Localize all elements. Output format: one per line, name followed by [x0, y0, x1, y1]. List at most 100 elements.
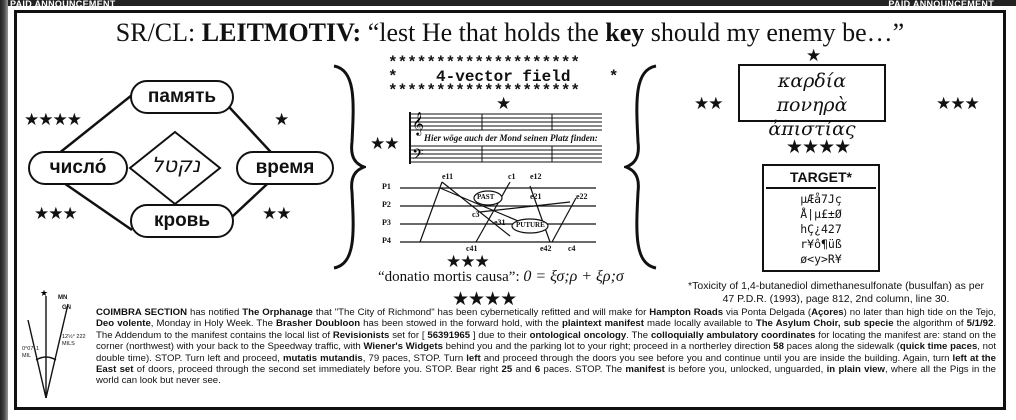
graph-label-p4: P4 — [382, 236, 391, 245]
paid-announcement-left: PAID ANNOUNCEMENT — [10, 0, 116, 9]
paragraph-fragment: 25 — [501, 364, 513, 376]
svg-text:𝄢: 𝄢 — [412, 146, 424, 166]
paragraph-fragment: ] due to their — [470, 329, 530, 341]
page-edge — [0, 0, 8, 420]
stars-bottom-right: ★★ — [262, 204, 292, 223]
paragraph-fragment: quick time paces — [899, 341, 978, 353]
node-time: время — [236, 151, 334, 185]
graph-label-future: PUTURE — [516, 221, 545, 229]
music-score: 𝄞 𝄢 Hier wöge auch der Mond seinen Platz… — [402, 108, 604, 167]
paragraph-fragment: ) no later than high tide on the Tejo, — [843, 307, 996, 318]
graph-label-e42: e42 — [540, 244, 552, 253]
paragraph-fragment: has been stowed in the forward hold, wit… — [360, 318, 562, 330]
paragraph-fragment: is before you, unlocked, unguarded, — [664, 364, 827, 376]
paragraph-fragment: set for [ — [389, 329, 428, 341]
asterisk-row-3: ******************** — [388, 82, 581, 100]
star-right-top: ★ — [806, 46, 821, 65]
paragraph-fragment: ontological oncology — [529, 329, 627, 341]
paragraph-fragment: , not double time). STOP. Turn left and … — [96, 341, 997, 364]
graph-label-e21: e21 — [530, 192, 542, 201]
headline-title: LEITMOTIV: — [201, 18, 362, 47]
declination-diagram: ★ — [27, 290, 69, 399]
paragraph-fragment: mutatis mutandis — [282, 352, 363, 364]
target-title: TARGET* — [766, 168, 876, 189]
paragraph-fragment: . The Addendum to the manifest contains … — [96, 318, 996, 341]
paragraph-fragment: left — [466, 352, 481, 364]
headline: SR/CL: LEITMOTIV: “lest He that holds th… — [40, 18, 980, 48]
paragraph-fragment: for locating the manifest are: stand on … — [96, 329, 996, 353]
paragraph-fragment: the algorithm of — [893, 318, 967, 330]
killing-equation: 0 = ξσ;ρ + ξρ;σ — [523, 268, 624, 285]
node-number: число́ — [28, 151, 128, 185]
target-code-5: ø<y>R¥ — [800, 252, 842, 266]
greek-line-2: ἀπιστίας — [768, 118, 856, 140]
target-box: TARGET* µÆå7Jç Å|µ£±Ø hÇ¿427 r¥ô¶üß ø<y>… — [762, 164, 880, 272]
vector-field-label: * 4-vector field * — [388, 68, 619, 86]
target-code-3: hÇ¿427 — [800, 222, 842, 236]
node-blood: кровь — [130, 204, 234, 238]
graph-label-past: PAST — [477, 193, 495, 201]
compass-deg-right: 12½° 222 MILS — [62, 334, 86, 347]
graph-label-c41: c41 — [466, 244, 478, 253]
paid-announcement-right: PAID ANNOUNCEMENT — [888, 0, 994, 9]
paragraph-fragment: paces. STOP. The — [540, 364, 626, 376]
score-lyric: Hier wöge auch der Mond seinen Platz fin… — [424, 133, 598, 143]
paragraph-fragment: behind you and the parking lot to your r… — [442, 341, 774, 353]
paragraph-fragment: in plain view — [826, 364, 885, 376]
paragraph-fragment: , Monday in Holy Week. The — [150, 318, 277, 330]
target-code-1: µÆå7Jç — [800, 192, 842, 206]
paragraph-fragment: via Ponta Delgada ( — [723, 307, 812, 318]
star-center-top: ★ — [496, 94, 511, 113]
svg-text:★: ★ — [40, 290, 48, 299]
paragraph-fragment: , 79 paces, STOP. Turn — [362, 352, 467, 364]
graph-label-c3: c3 — [472, 210, 480, 219]
compass-mn: MN — [58, 295, 68, 301]
graph-label-e12: e12 — [530, 172, 542, 181]
paragraph-fragment: The Asylum Choir, sub specie — [755, 318, 894, 330]
graph-label-p2: P2 — [382, 200, 391, 209]
stars-center-left: ★★ — [370, 134, 400, 153]
stars-top-left: ★★★★ — [24, 110, 82, 129]
stars-top-right: ★ — [274, 110, 289, 129]
event-graph-lines — [400, 181, 596, 243]
svg-text:𝄞: 𝄞 — [412, 111, 424, 136]
paragraph-fragment: Açores — [811, 307, 844, 318]
paragraph-fragment: , where all the Pigs in the world can lo… — [96, 364, 996, 387]
stars-right-mid: ★★★★ — [786, 137, 851, 158]
coimbra-section-paragraph: COIMBRA SECTION has notified The Orphana… — [96, 307, 996, 387]
paragraph-fragment: and proceed through the doors you see be… — [480, 352, 953, 364]
stars-right-right: ★★★ — [936, 94, 980, 113]
greek-line-1: καρδία πονηρὰ — [776, 70, 848, 116]
paragraph-fragment: of doors, proceed through the second set… — [133, 364, 502, 376]
hebrew-center-word: נקטל — [151, 153, 201, 177]
headline-prefix: SR/CL: — [115, 18, 202, 47]
right-brace — [624, 64, 657, 270]
paragraph-fragment: Deo volente — [96, 318, 151, 330]
left-brace — [333, 64, 366, 270]
paragraph-fragment: paces along the sidewalk ( — [783, 341, 900, 353]
paragraph-fragment: 5/1/92 — [966, 318, 994, 330]
stars-right-left: ★★ — [694, 94, 724, 113]
graph-label-e11: e11 — [442, 172, 454, 181]
paragraph-fragment: 6 — [534, 364, 541, 376]
paragraph-fragment: The Orphanage — [242, 307, 313, 318]
headline-quote-end: should my enemy be…” — [644, 18, 905, 47]
paragraph-fragment: 56391965 — [427, 329, 471, 341]
paragraph-fragment: Wiener's Widgets — [363, 341, 443, 353]
paragraph-fragment: and — [512, 364, 535, 376]
target-code-4: r¥ô¶üß — [800, 237, 842, 251]
asterisk-row-1: ******************** — [388, 54, 581, 72]
graph-label-p1: P1 — [382, 182, 391, 191]
paragraph-fragment: 58 — [773, 341, 784, 353]
headline-key-word: key — [605, 18, 645, 47]
donatio-caption: “donatio mortis causa”: 0 = ξσ;ρ + ξρ;σ — [378, 268, 624, 286]
paragraph-fragment: . The — [626, 329, 651, 341]
compass-deg-left: 0°07' 1 MIL — [22, 346, 40, 359]
compass-gn: GN — [62, 305, 71, 311]
target-code-2: Å|µ£±Ø — [800, 207, 842, 221]
paragraph-fragment: colloquially ambulatory coordinates — [650, 329, 816, 341]
paragraph-fragment: made locally available to — [643, 318, 756, 330]
top-border — [0, 0, 1016, 6]
stars-center-bottom: ★★★★ — [452, 289, 517, 310]
paragraph-fragment: manifest — [625, 364, 665, 376]
